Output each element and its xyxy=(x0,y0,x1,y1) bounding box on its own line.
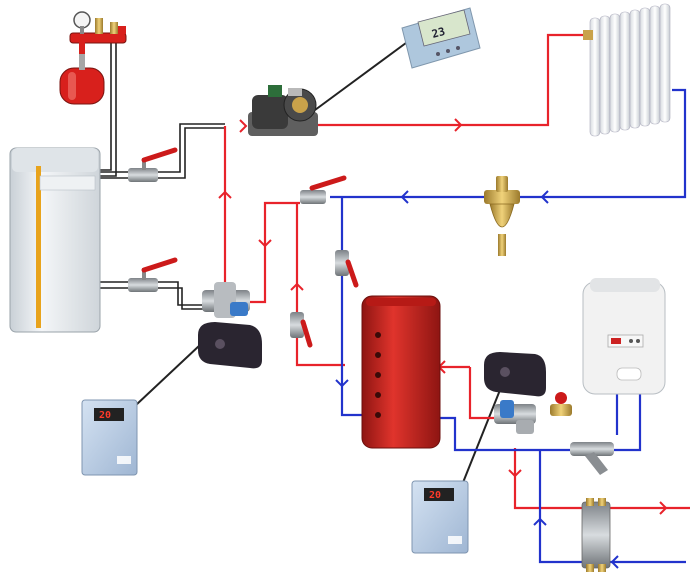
controller-left-display: 20 xyxy=(99,410,111,421)
three-way-mixing-valve-icon xyxy=(202,282,250,318)
temperature-controller-icon: 20 xyxy=(81,399,138,476)
radiator-icon xyxy=(583,3,671,137)
controller-bottom-display: 20 xyxy=(429,490,441,501)
ball-valve-icon xyxy=(300,175,347,204)
room-thermostat-icon: 23 xyxy=(401,7,481,69)
three-way-mixing-valve-icon xyxy=(494,400,536,434)
air-separator-icon xyxy=(484,176,520,256)
heat-source-unit-icon xyxy=(582,278,666,395)
valve-actuator-icon xyxy=(484,352,546,397)
ball-valve-icon xyxy=(290,312,313,348)
ball-valve-icon xyxy=(335,250,359,288)
temperature-controller-icon: 20 xyxy=(411,480,469,554)
ball-valve-icon xyxy=(128,147,178,182)
return-arrows xyxy=(335,190,619,569)
boiler-icon xyxy=(9,147,101,333)
ball-valve-icon xyxy=(550,392,572,416)
valve-actuator-icon xyxy=(198,322,262,369)
storage-tank-icon xyxy=(361,295,441,449)
plate-heat-exchanger-icon xyxy=(581,498,611,572)
thermostat-display: 23 xyxy=(430,25,446,41)
y-strainer-icon xyxy=(570,442,614,475)
circulation-pump-icon xyxy=(248,85,318,136)
supply-pipes xyxy=(223,33,690,510)
expansion-vessel-icon xyxy=(59,11,127,105)
ball-valve-icon xyxy=(128,257,178,292)
